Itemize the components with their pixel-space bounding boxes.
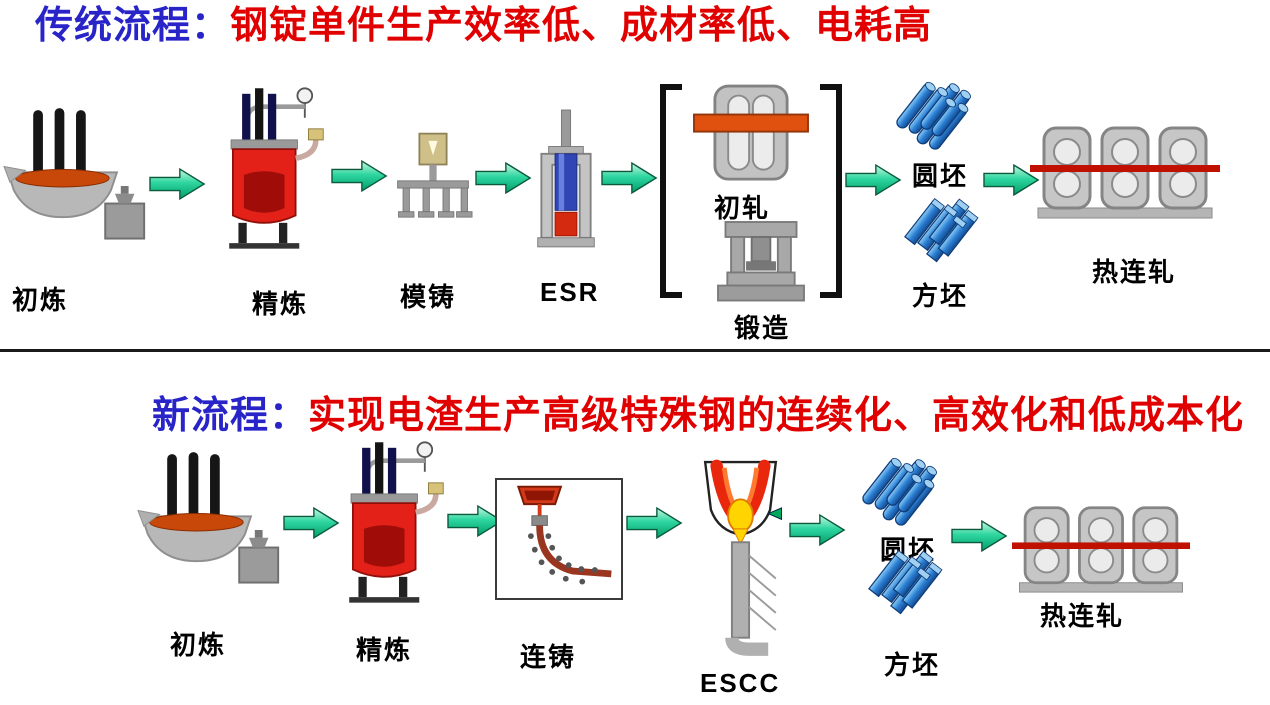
forging-press-icon: [714, 221, 808, 308]
bracket-left: [660, 84, 682, 298]
flow-arrow-icon: [983, 162, 1040, 198]
square-billet-icon: [862, 550, 944, 624]
label-trad-esr: ESR: [540, 277, 600, 307]
label-trad-hot-rolling: 热连轧: [1092, 257, 1177, 287]
label-new-smelting: 初炼: [170, 630, 227, 660]
label-trad-round-billet: 圆坯: [912, 161, 969, 191]
label-new-escc: ESCC: [700, 668, 781, 698]
flow-arrow-icon: [845, 162, 902, 198]
round-billet-icon: [858, 457, 944, 534]
flow-arrow-icon: [951, 518, 1008, 554]
bracket-right: [820, 84, 842, 298]
flow-arrow-icon: [601, 160, 658, 196]
label-trad-mold-casting: 模铸: [400, 282, 457, 312]
flow-arrow-icon: [447, 503, 504, 539]
continuous-casting-icon: [495, 478, 623, 600]
flow-arrow-icon: [475, 160, 532, 196]
flow-arrow-icon: [283, 505, 340, 541]
flow-arrow-icon: [331, 158, 388, 194]
label-trad-refining: 精炼: [252, 289, 309, 319]
section-divider: [0, 349, 1270, 352]
traditional-title: 传统流程：钢锭单件生产效率低、成材率低、电耗高: [35, 5, 933, 48]
new-process-title-prefix: 新流程：: [152, 395, 309, 437]
new-process-title: 新流程：实现电渣生产高级特殊钢的连续化、高效化和低成本化: [152, 395, 1245, 438]
label-trad-square-billet: 方坯: [912, 281, 969, 311]
label-new-square-billet: 方坯: [884, 650, 941, 680]
round-billet-icon: [892, 81, 978, 158]
ladle-icon: [3, 108, 150, 264]
label-trad-smelting: 初炼: [12, 285, 69, 315]
new-process-title-main: 实现电渣生产高级特殊钢的连续化、高效化和低成本化: [308, 395, 1245, 437]
label-new-hot-rolling: 热连轧: [1040, 601, 1125, 631]
label-trad-blooming: 初轧: [714, 193, 771, 223]
escc-icon: [688, 458, 793, 658]
label-new-refining: 精炼: [356, 635, 413, 665]
flow-arrow-icon: [626, 505, 683, 541]
ladle-icon: [137, 452, 284, 608]
label-trad-forging: 锻造: [734, 313, 791, 343]
mold-casting-icon: [392, 130, 474, 248]
hot-rolling-mill-icon: [1012, 502, 1190, 596]
flow-arrow-icon: [149, 166, 206, 202]
flow-arrow-icon: [789, 512, 846, 548]
square-billet-icon: [898, 198, 980, 272]
blooming-mill-icon: [693, 84, 809, 184]
label-new-continuous-casting: 连铸: [520, 642, 577, 672]
hot-rolling-mill-icon: [1030, 122, 1220, 222]
label-new-round-billet: 圆坯: [880, 535, 937, 565]
refining-furnace-icon: [340, 440, 446, 616]
esr-icon: [534, 109, 598, 256]
traditional-title-prefix: 传统流程：: [35, 5, 231, 47]
traditional-title-main: 钢锭单件生产效率低、成材率低、电耗高: [230, 5, 933, 47]
refining-furnace-icon: [220, 86, 326, 262]
